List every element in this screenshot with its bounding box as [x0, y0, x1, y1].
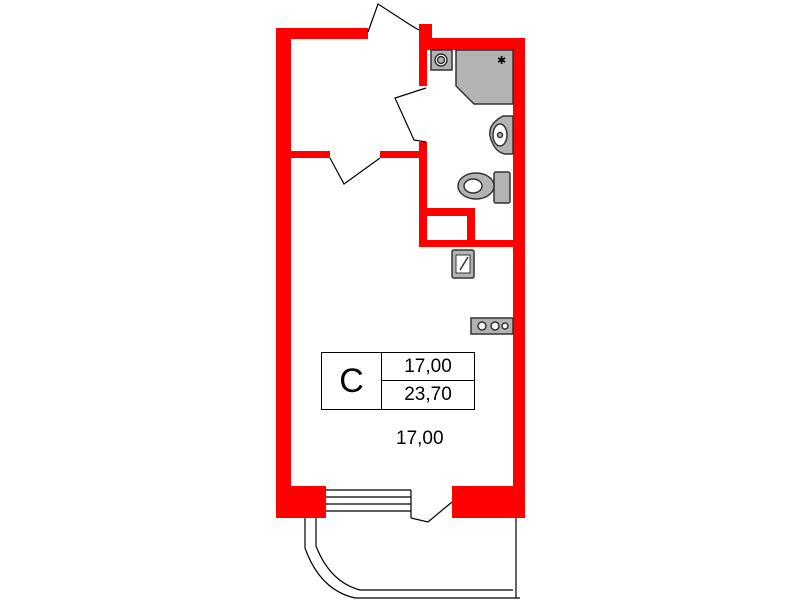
- top-wall-left: [276, 28, 368, 39]
- balcony-outline: [304, 518, 520, 599]
- left-outer-wall: [276, 28, 291, 518]
- total-area: 23,70: [404, 384, 452, 405]
- hall-divider-right: [380, 151, 424, 158]
- entrance-door: [367, 3, 420, 33]
- shower-tray: ✱: [455, 49, 514, 105]
- cooktop: [470, 317, 514, 335]
- apartment-label: С 17,00 23,70: [321, 352, 475, 410]
- washing-machine: [430, 49, 453, 71]
- hall-divider-left: [289, 151, 330, 158]
- niche-top: [419, 208, 475, 216]
- bathroom-door: [394, 87, 427, 143]
- balcony-door: [410, 501, 453, 523]
- bathroom-top-wall: [419, 38, 525, 50]
- niche-side: [467, 208, 475, 245]
- living-area: 17,00: [382, 353, 474, 381]
- room-area-label: 17,00: [396, 428, 444, 449]
- toilet: [457, 171, 511, 204]
- room-door: [329, 157, 381, 185]
- wash-basin: [489, 115, 514, 155]
- doors: [329, 3, 453, 523]
- interior-walls: [289, 38, 521, 247]
- pillar-bottom-left: [276, 486, 326, 518]
- apartment-type: С: [322, 353, 382, 409]
- right-outer-wall: [513, 38, 525, 518]
- fixtures: ✱: [430, 49, 514, 335]
- balcony-inner-outline: [315, 518, 513, 591]
- shower-drain-icon: ✱: [497, 54, 506, 67]
- niche-bottom: [419, 240, 521, 247]
- exterior-walls: [276, 24, 525, 518]
- bathroom-left-wall-lower: [419, 142, 427, 247]
- pillar-bottom-right: [452, 486, 525, 518]
- bathroom-left-wall-upper: [419, 38, 427, 86]
- balcony: [304, 489, 520, 599]
- kitchen-sink: [451, 249, 475, 279]
